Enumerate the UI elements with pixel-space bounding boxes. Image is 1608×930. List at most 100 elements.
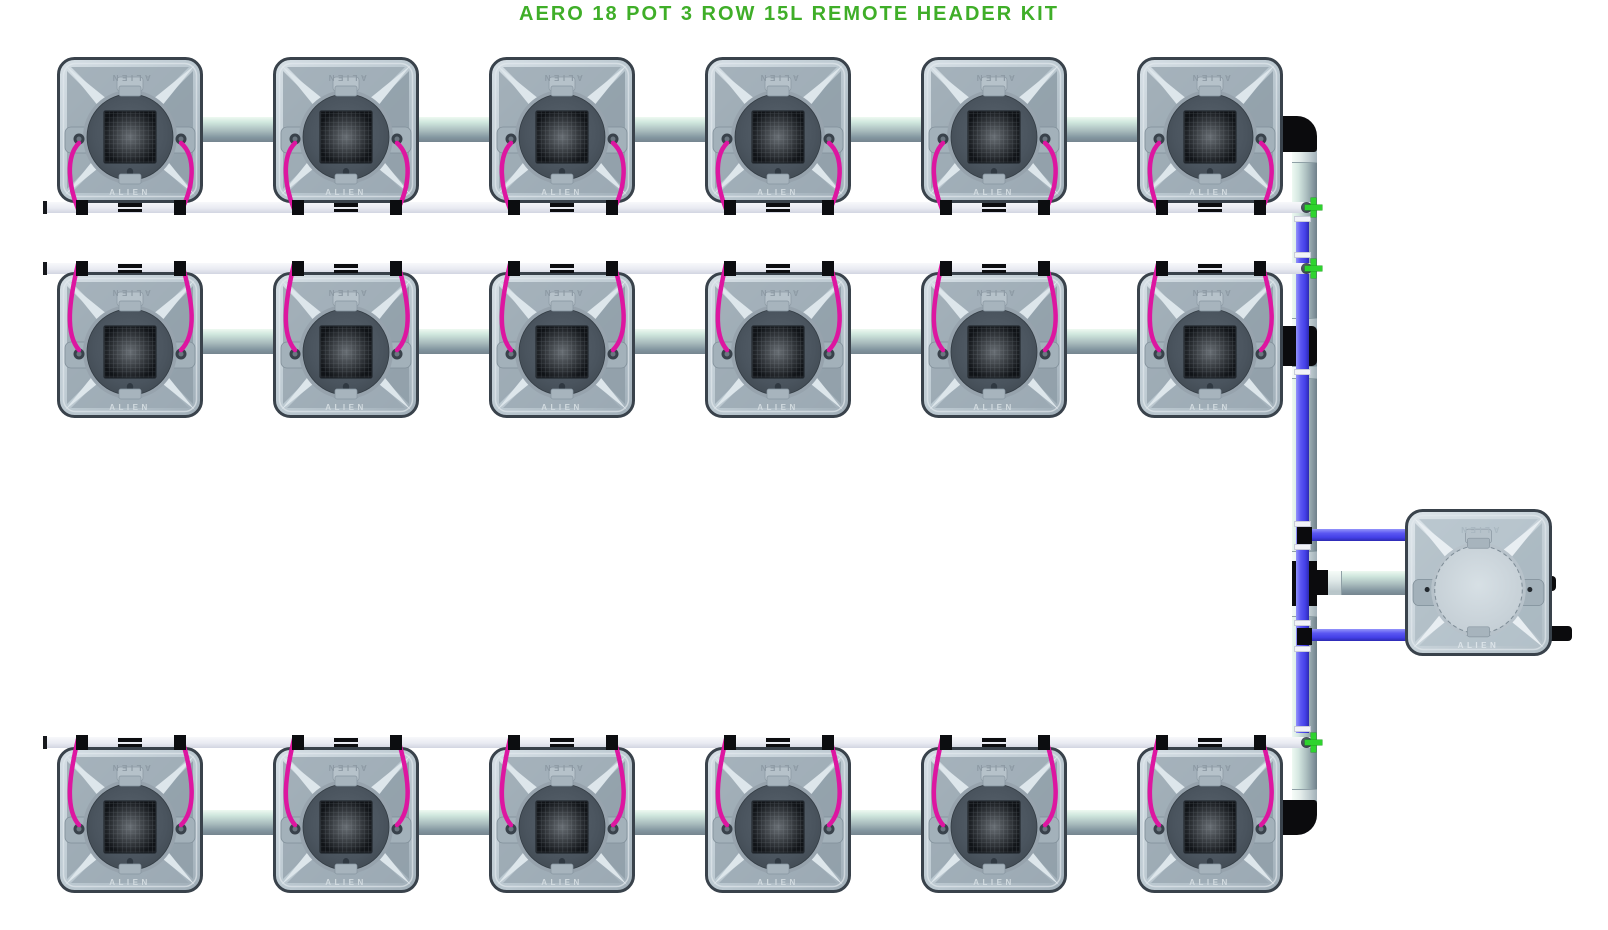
pot-row-3-col-3: ALIEN ALIEN [489,736,635,893]
vessel-label-top: ALIEN [109,73,151,82]
pot-graphic: ALIEN ALIEN [57,736,203,893]
green-clip-row-3-h [1305,740,1322,745]
tube-port-row-2-col-3-left [508,261,520,276]
return-pipe-row-1 [43,202,1312,213]
return-coupler-row-2-col-1-b [118,269,142,273]
vessel-label-top: ALIEN [973,288,1015,297]
tube-port-row-2-col-2-left [292,261,304,276]
vessel-label-bottom: ALIEN [1458,641,1500,650]
header-blue-pipe-1 [1311,529,1407,541]
return-pipe-endcap-row-3 [43,736,47,749]
header-tank: ALIEN ALIEN [1405,509,1552,656]
return-coupler-row-3-col-6-a [1198,738,1222,742]
return-coupler-row-3-col-1-b [118,743,142,747]
vessel-label-bottom: ALIEN [973,878,1015,887]
vessel-label-bottom: ALIEN [325,188,367,197]
return-coupler-row-3-col-2-a [334,738,358,742]
tube-port-row-3-col-4-left [724,735,736,750]
diagram-title: AERO 18 POT 3 ROW 15L REMOTE HEADER KIT [519,3,1059,25]
return-coupler-row-1-col-1-a [118,203,142,207]
pot-row-2-col-4: ALIEN ALIEN [705,261,851,418]
blue-pipe-clip-4 [1294,521,1311,527]
pot-row-1-col-5: ALIEN ALIEN [921,57,1067,212]
tube-port-row-1-col-5-right [1038,200,1050,215]
tube-port-row-2-col-4-right [822,261,834,276]
tube-port-row-3-col-5-right [1038,735,1050,750]
tube-port-row-3-col-3-right [606,735,618,750]
tube-port-row-3-col-6-right [1254,735,1266,750]
return-coupler-row-1-col-5-b [982,208,1006,212]
pot-row-3-col-4: ALIEN ALIEN [705,736,851,893]
return-coupler-row-1-col-4-a [766,203,790,207]
vessel-label-top: ALIEN [325,288,367,297]
return-coupler-row-2-col-2-b [334,269,358,273]
header-blue-pipe-2 [1311,629,1407,641]
return-coupler-row-3-col-1-a [118,738,142,742]
pot-row-1-col-4: ALIEN ALIEN [705,57,851,212]
return-coupler-row-3-col-5-b [982,743,1006,747]
pot-row-2-col-5: ALIEN ALIEN [921,261,1067,418]
return-coupler-row-2-col-5-b [982,269,1006,273]
blue-tee-2 [1297,628,1312,645]
pot-row-2-col-3: ALIEN ALIEN [489,261,635,418]
return-coupler-row-3-col-3-b [550,743,574,747]
pot-graphic: ALIEN ALIEN [1137,736,1283,893]
tube-port-row-3-col-2-left [292,735,304,750]
return-coupler-row-1-col-2-b [334,208,358,212]
vessel-label-bottom: ALIEN [325,878,367,887]
return-pipe-row-2 [43,263,1312,274]
tube-port-row-1-col-4-left [724,200,736,215]
pot-graphic: ALIEN ALIEN [57,57,203,212]
return-coupler-row-3-col-6-b [1198,743,1222,747]
tube-port-row-1-col-5-left [940,200,952,215]
pot-graphic: ALIEN ALIEN [705,736,851,893]
pot-row-3-col-1: ALIEN ALIEN [57,736,203,893]
manifold-blue-pipe [1296,216,1309,733]
pot-graphic: ALIEN ALIEN [273,736,419,893]
tube-port-row-1-col-1-right [174,200,186,215]
pot-graphic: ALIEN ALIEN [1137,57,1283,212]
tube-port-row-2-col-1-right [174,261,186,276]
return-coupler-row-2-col-1-a [118,264,142,268]
vessel-label-top: ALIEN [109,763,151,772]
vessel-label-bottom: ALIEN [109,403,151,412]
pot-row-1-col-6: ALIEN ALIEN [1137,57,1283,212]
pot-graphic: ALIEN ALIEN [273,261,419,418]
tube-port-row-2-col-5-right [1038,261,1050,276]
pot-row-3-col-2: ALIEN ALIEN [273,736,419,893]
blue-pipe-clip-3 [1294,369,1311,375]
return-coupler-row-1-col-6-a [1198,203,1222,207]
return-coupler-row-3-col-2-b [334,743,358,747]
pot-graphic: ALIEN ALIEN [489,736,635,893]
tube-port-row-1-col-2-left [292,200,304,215]
return-coupler-row-3-col-3-a [550,738,574,742]
tube-port-row-1-col-3-right [606,200,618,215]
pot-row-3-col-6: ALIEN ALIEN [1137,736,1283,893]
vessel-label-top: ALIEN [325,73,367,82]
blue-pipe-clip-6 [1294,620,1311,626]
tube-port-row-1-col-2-right [390,200,402,215]
tube-port-row-2-col-5-left [940,261,952,276]
return-pipe-row-3 [43,737,1312,748]
vessel-label-top: ALIEN [541,288,583,297]
tube-port-row-1-col-6-left [1156,200,1168,215]
vessel-label-bottom: ALIEN [973,188,1015,197]
vessel-label-bottom: ALIEN [109,878,151,887]
tube-port-row-2-col-2-right [390,261,402,276]
return-pipe-endcap-row-2 [43,262,47,275]
pot-row-2-col-2: ALIEN ALIEN [273,261,419,418]
pot-row-3-col-5: ALIEN ALIEN [921,736,1067,893]
vessel-label-top: ALIEN [1458,525,1500,534]
tube-port-row-3-col-1-left [76,735,88,750]
vessel-label-top: ALIEN [1189,288,1231,297]
tube-port-row-2-col-1-left [76,261,88,276]
vessel-label-top: ALIEN [541,763,583,772]
vessel-label-bottom: ALIEN [1189,188,1231,197]
return-coupler-row-1-col-3-b [550,208,574,212]
return-coupler-row-2-col-6-b [1198,269,1222,273]
vessel-label-bottom: ALIEN [973,403,1015,412]
return-coupler-row-2-col-4-a [766,264,790,268]
pot-graphic: ALIEN ALIEN [273,57,419,212]
pot-row-1-col-3: ALIEN ALIEN [489,57,635,212]
